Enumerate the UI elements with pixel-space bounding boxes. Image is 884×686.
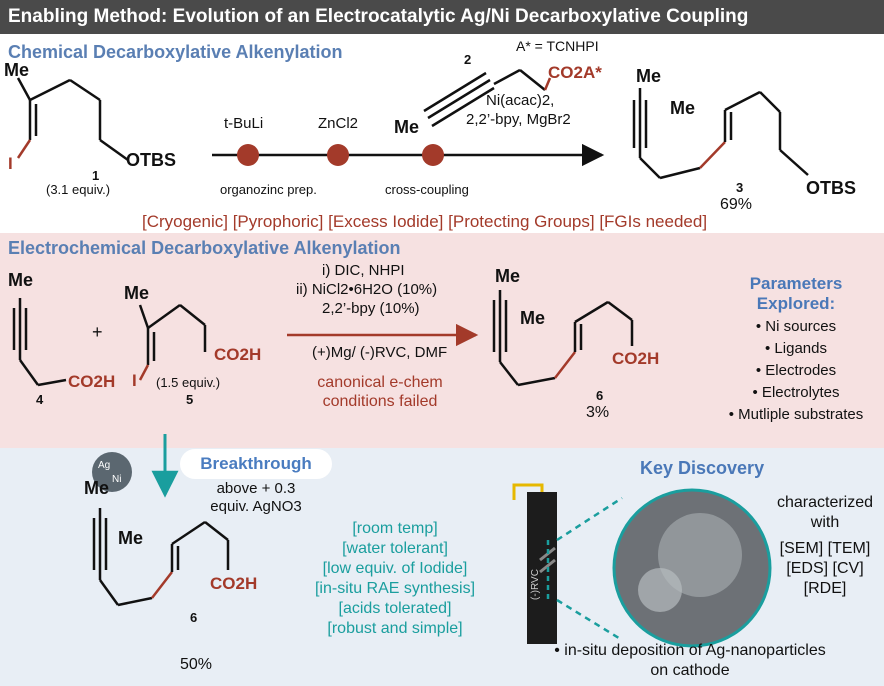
- compound-3-me: Me: [670, 98, 696, 118]
- param-item: • Ligands: [765, 340, 827, 357]
- compound-6-electro-me-top: Me: [495, 266, 521, 286]
- feature-item: [acids tolerated]: [338, 600, 452, 617]
- compound-6-breakthrough-bonds: [92, 508, 230, 607]
- zoom-line-bottom: [556, 598, 623, 642]
- characterized-5: [RDE]: [803, 580, 847, 597]
- compound-6-breakthrough-co2h: CO2H: [210, 574, 258, 593]
- compound-2-number: 2: [464, 52, 472, 67]
- param-item: • Electrolytes: [752, 384, 840, 401]
- feature-item: [room temp]: [352, 520, 438, 537]
- chemical-section-title: Chemical Decarboxylative Alkenylation: [8, 42, 343, 62]
- electrode-label: (-)RVC: [530, 569, 541, 600]
- rvc-electrode: [512, 483, 557, 644]
- compound-3-me-top: Me: [636, 66, 662, 86]
- compound-3-number: 3: [736, 180, 744, 195]
- step-tbuli: t-BuLi: [224, 115, 264, 132]
- compound-4-bonds: [12, 298, 67, 387]
- feature-item: [robust and simple]: [327, 620, 463, 637]
- step-zncl2: ZnCl2: [318, 115, 359, 132]
- param-item: • Electrodes: [755, 362, 837, 379]
- compound-6-electro-number: 6: [596, 388, 604, 403]
- step-bpy-mgbr2: 2,2’-bpy, MgBr2: [466, 111, 571, 128]
- breakthrough-badge: Breakthrough: [180, 449, 332, 479]
- breakthrough-cond-1: above + 0.3: [216, 480, 296, 497]
- compound-3-yield: 69%: [720, 196, 753, 213]
- breakthrough-cond-2: equiv. AgNO3: [210, 498, 302, 515]
- compound-2-co2a: CO2A*: [548, 63, 602, 82]
- compound-6-electro-me: Me: [520, 308, 546, 328]
- deposition-2: on cathode: [650, 662, 730, 679]
- compound-1-equiv: (3.1 equiv.): [46, 182, 111, 197]
- compound-5-bonds: [138, 303, 207, 381]
- compound-2-bonds: [423, 68, 552, 128]
- deposition-1: • in-situ deposition of Ag-nanoparticles: [554, 642, 826, 659]
- electro-section-title: Electrochemical Decarboxylative Alkenyla…: [8, 238, 401, 258]
- feature-item: [low equiv. of Iodide]: [322, 560, 468, 577]
- step-dot-3: [422, 144, 444, 166]
- feature-item: [in-situ RAE synthesis]: [314, 580, 476, 597]
- electro-failed-1: canonical e-chem: [317, 374, 443, 391]
- compound-4-me: Me: [8, 270, 34, 290]
- compound-1-otbs: OTBS: [126, 150, 177, 170]
- zoom-line-top: [556, 496, 623, 542]
- params-title-2: Explored:: [756, 294, 836, 313]
- compound-5-co2h: CO2H: [214, 345, 262, 364]
- step-dot-2: [327, 144, 349, 166]
- compound-5-number: 5: [186, 392, 194, 407]
- electro-cond-3: 2,2’-bpy (10%): [322, 300, 420, 317]
- compound-1-iodide: I: [8, 154, 13, 173]
- electro-cond-2: ii) NiCl2•6H2O (10%): [296, 281, 438, 298]
- characterized-1: characterized: [776, 494, 874, 511]
- step-ni-acac: Ni(acac)2,: [486, 92, 555, 109]
- compound-3-bonds: [632, 88, 809, 180]
- electro-failed-2: conditions failed: [322, 393, 438, 410]
- compound-4-co2h: CO2H: [68, 372, 116, 391]
- characterized-4: [EDS] [CV]: [786, 560, 864, 577]
- compound-2-me: Me: [394, 117, 420, 137]
- compound-4-number: 4: [36, 392, 44, 407]
- params-title-1: Parameters: [749, 274, 843, 293]
- param-item: • Ni sources: [755, 318, 837, 335]
- compound-6-breakthrough-number: 6: [190, 610, 198, 625]
- electro-cond-1: i) DIC, NHPI: [322, 262, 405, 279]
- compound-1-bonds: [16, 77, 129, 162]
- compound-6-electro-co2h: CO2H: [612, 349, 660, 368]
- compound-5-equiv: (1.5 equiv.): [156, 375, 221, 390]
- compound-6-breakthrough-me-top: Me: [84, 478, 110, 498]
- label-organozinc: organozinc prep.: [220, 182, 317, 197]
- compound-5-me: Me: [124, 283, 150, 303]
- compound-6-electro-yield: 3%: [586, 404, 610, 421]
- compound-3-otbs: OTBS: [806, 178, 857, 198]
- header-title: Enabling Method: Evolution of an Electro…: [0, 0, 884, 34]
- compound-1-me: Me: [4, 60, 30, 80]
- param-item: • Mutliple substrates: [728, 406, 864, 423]
- electro-cond-4: (+)Mg/ (-)RVC, DMF: [312, 344, 448, 361]
- compound-2-tcnhpi-def: A* = TCNHPI: [516, 38, 599, 54]
- ag-ni-icon: Ag Ni: [92, 452, 132, 492]
- label-cross-coupling: cross-coupling: [385, 182, 469, 197]
- feature-item: [water tolerant]: [342, 540, 448, 557]
- characterized-2: with: [810, 514, 840, 531]
- plus-sign: +: [92, 322, 103, 342]
- compound-1-number: 1: [92, 168, 100, 183]
- compound-5-iodide: I: [132, 371, 137, 390]
- step-dot-1: [237, 144, 259, 166]
- compound-6-breakthrough-me: Me: [118, 528, 144, 548]
- characterized-3: [SEM] [TEM]: [779, 540, 871, 557]
- compound-6-electro-bonds: [492, 290, 634, 387]
- key-discovery-title: Key Discovery: [640, 458, 765, 478]
- chemical-drawbacks: [Cryogenic] [Pyrophoric] [Excess Iodide]…: [142, 212, 708, 231]
- compound-6-breakthrough-yield: 50%: [180, 656, 213, 673]
